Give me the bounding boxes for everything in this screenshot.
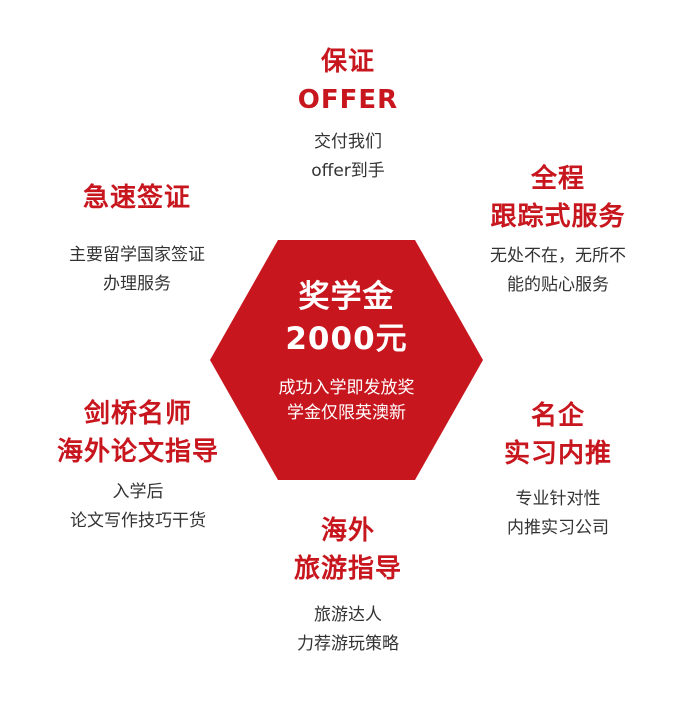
feature-thesis-title-line2: 海外论文指导 <box>56 437 219 467</box>
feature-visa: 急速签证 主要留学国家签证 办理服务 <box>37 180 237 299</box>
scholarship-hexagon: 奖学金 2000元 成功入学即发放奖 学金仅限英澳新 <box>210 240 483 480</box>
feature-fullservice-title-line2: 跟踪式服务 <box>490 202 626 232</box>
feature-travel-desc-line1: 旅游达人 <box>314 605 382 625</box>
feature-travel-title-line1: 海外 <box>320 516 375 546</box>
hexagon-shape <box>210 240 483 480</box>
feature-internship-desc-line2: 内推实习公司 <box>507 518 609 538</box>
feature-thesis-desc-line2: 论文写作技巧干货 <box>70 511 206 531</box>
feature-visa-desc-line1: 主要留学国家签证 <box>69 245 205 265</box>
feature-internship-desc-line1: 专业针对性 <box>515 489 601 509</box>
feature-fullservice-desc-line2: 能的贴心服务 <box>507 275 609 295</box>
feature-visa-desc-line2: 办理服务 <box>103 274 171 294</box>
scholarship-title: 奖学金 <box>298 279 395 315</box>
feature-fullservice: 全程 跟踪式服务 无处不在，无所不 能的贴心服务 <box>458 161 658 300</box>
feature-travel: 海外 旅游指导 旅游达人 力荐游玩策略 <box>248 513 448 659</box>
feature-internship: 名企 实习内推 专业针对性 内推实习公司 <box>458 398 658 543</box>
feature-thesis-desc-line1: 入学后 <box>112 482 164 502</box>
feature-offer-title-line1: 保证 <box>320 47 375 77</box>
feature-fullservice-desc-line1: 无处不在，无所不 <box>490 246 626 266</box>
feature-fullservice-title-line1: 全程 <box>530 164 585 194</box>
feature-thesis: 剑桥名师 海外论文指导 入学后 论文写作技巧干货 <box>28 396 248 536</box>
feature-travel-title-line2: 旅游指导 <box>293 554 402 584</box>
feature-travel-desc-line2: 力荐游玩策略 <box>297 634 399 654</box>
scholarship-amount: 2000元 <box>285 321 408 357</box>
feature-offer-desc-line2: offer到手 <box>311 161 385 181</box>
feature-offer-title-line2: OFFER <box>297 85 399 115</box>
feature-visa-title: 急速签证 <box>82 183 191 213</box>
feature-thesis-title-line1: 剑桥名师 <box>83 399 192 429</box>
feature-internship-title-line2: 实习内推 <box>503 439 612 469</box>
feature-offer-desc-line1: 交付我们 <box>314 132 382 152</box>
feature-internship-title-line1: 名企 <box>530 401 585 431</box>
feature-offer: 保证 OFFER 交付我们 offer到手 <box>248 44 448 186</box>
scholarship-desc-line1: 成功入学即发放奖 <box>278 378 415 398</box>
scholarship-desc-line2: 学金仅限英澳新 <box>287 403 406 423</box>
